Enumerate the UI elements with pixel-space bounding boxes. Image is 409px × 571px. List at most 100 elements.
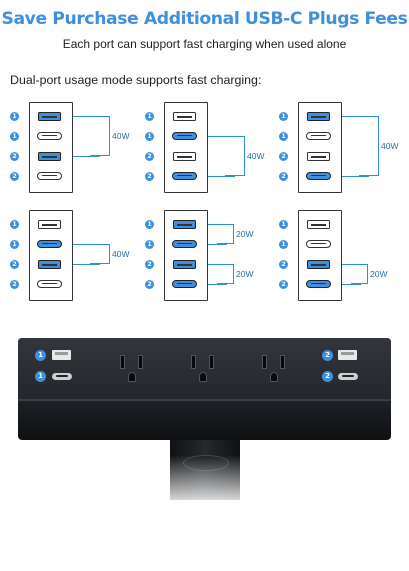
- usb-a-port-icon: [173, 259, 196, 269]
- port-number-badge: 2: [10, 151, 19, 161]
- usb-a-port-icon: [38, 151, 61, 161]
- usb-c-port-icon: [306, 172, 331, 180]
- usb-a-port-icon: [38, 111, 61, 121]
- port-number-badge: 1: [35, 371, 46, 382]
- wattage-label: 40W: [381, 141, 399, 151]
- port-number-badge: 2: [10, 279, 19, 289]
- ground-hole: [270, 372, 278, 382]
- usb-c-port-icon: [172, 132, 197, 140]
- usb-c-port-icon: [306, 280, 331, 288]
- bracket-connector: [73, 264, 100, 265]
- usb-c-port-icon: [37, 280, 62, 288]
- usb-a-port-icon: [307, 219, 330, 229]
- ac-outlet: [186, 350, 220, 384]
- port-number-badge: 2: [322, 350, 333, 361]
- wattage-label: 40W: [112, 249, 130, 259]
- outlet-slot: [209, 355, 214, 369]
- outlet-slot: [280, 355, 285, 369]
- bracket-connector: [208, 244, 227, 245]
- port-number-badge: 2: [279, 171, 288, 181]
- wattage-bracket: [217, 224, 234, 244]
- port-number-badge: 1: [145, 219, 154, 229]
- port-number-badge: 1: [279, 239, 288, 249]
- port-diagram: 1 1 2 2 40W: [10, 210, 130, 306]
- bracket-connector: [342, 284, 361, 285]
- usb-c-port-icon: [306, 240, 331, 248]
- power-strip-edge: [18, 399, 391, 401]
- wattage-bracket: [90, 116, 110, 156]
- page-subtitle: Each port can support fast charging when…: [62, 37, 347, 51]
- wattage-label: 40W: [247, 151, 265, 161]
- outlet-slot: [262, 355, 267, 369]
- bracket-connector: [208, 224, 227, 225]
- usb-a-port: [52, 350, 71, 360]
- wattage-bracket: [217, 264, 234, 284]
- port-number-badge: 2: [10, 259, 19, 269]
- wattage-bracket: [351, 264, 368, 284]
- bracket-connector: [73, 244, 100, 245]
- port-number-badge: 1: [10, 219, 19, 229]
- port-number-badge: 2: [322, 371, 333, 382]
- wattage-label: 20W: [370, 269, 388, 279]
- usb-c-port-icon: [172, 240, 197, 248]
- bottom-fade: [0, 455, 409, 571]
- usb-a-port-icon: [173, 219, 196, 229]
- ground-hole: [128, 372, 136, 382]
- usb-a-port-icon: [307, 259, 330, 269]
- bracket-connector: [342, 264, 361, 265]
- usb-a-port: [338, 350, 357, 360]
- usb-c-port-icon: [37, 240, 62, 248]
- outlet-slot: [138, 355, 143, 369]
- usb-c-port-icon: [37, 172, 62, 180]
- usb-c-port: [338, 373, 358, 380]
- port-number-badge: 1: [35, 350, 46, 361]
- usb-a-port-icon: [307, 151, 330, 161]
- bracket-connector: [208, 284, 227, 285]
- port-number-badge: 1: [10, 239, 19, 249]
- port-number-badge: 2: [145, 171, 154, 181]
- port-number-badge: 1: [10, 111, 19, 121]
- usb-a-port-icon: [307, 111, 330, 121]
- wattage-label: 40W: [112, 131, 130, 141]
- mode-label: Dual-port usage mode supports fast charg…: [10, 73, 262, 87]
- bracket-connector: [342, 116, 369, 117]
- power-strip-top-face: [18, 338, 391, 400]
- bracket-connector: [73, 156, 100, 157]
- port-number-badge: 2: [145, 279, 154, 289]
- power-strip-front-face: [18, 400, 391, 440]
- wattage-label: 20W: [236, 229, 254, 239]
- port-number-badge: 1: [279, 131, 288, 141]
- outlet-slot: [120, 355, 125, 369]
- outlet-slot: [191, 355, 196, 369]
- usb-c-port-icon: [306, 132, 331, 140]
- usb-c-port: [52, 373, 72, 380]
- usb-c-port-icon: [172, 172, 197, 180]
- usb-c-port-icon: [172, 280, 197, 288]
- bracket-connector: [73, 116, 100, 117]
- usb-a-port-icon: [173, 151, 196, 161]
- wattage-label: 20W: [236, 269, 254, 279]
- usb-a-port-icon: [38, 259, 61, 269]
- bracket-connector: [208, 176, 235, 177]
- port-diagram: 1 1 2 2 40W: [10, 102, 130, 198]
- wattage-bracket: [90, 244, 110, 264]
- port-number-badge: 2: [279, 279, 288, 289]
- port-number-badge: 2: [145, 259, 154, 269]
- bracket-connector: [208, 136, 235, 137]
- usb-c-port-icon: [37, 132, 62, 140]
- ground-hole: [199, 372, 207, 382]
- port-number-badge: 1: [10, 131, 19, 141]
- wattage-bracket: [359, 116, 379, 176]
- bracket-connector: [208, 264, 227, 265]
- ac-outlet: [115, 350, 149, 384]
- port-number-badge: 2: [10, 171, 19, 181]
- port-number-badge: 2: [145, 151, 154, 161]
- port-number-badge: 1: [145, 131, 154, 141]
- usb-a-port-icon: [38, 219, 61, 229]
- port-number-badge: 2: [279, 151, 288, 161]
- port-number-badge: 2: [279, 259, 288, 269]
